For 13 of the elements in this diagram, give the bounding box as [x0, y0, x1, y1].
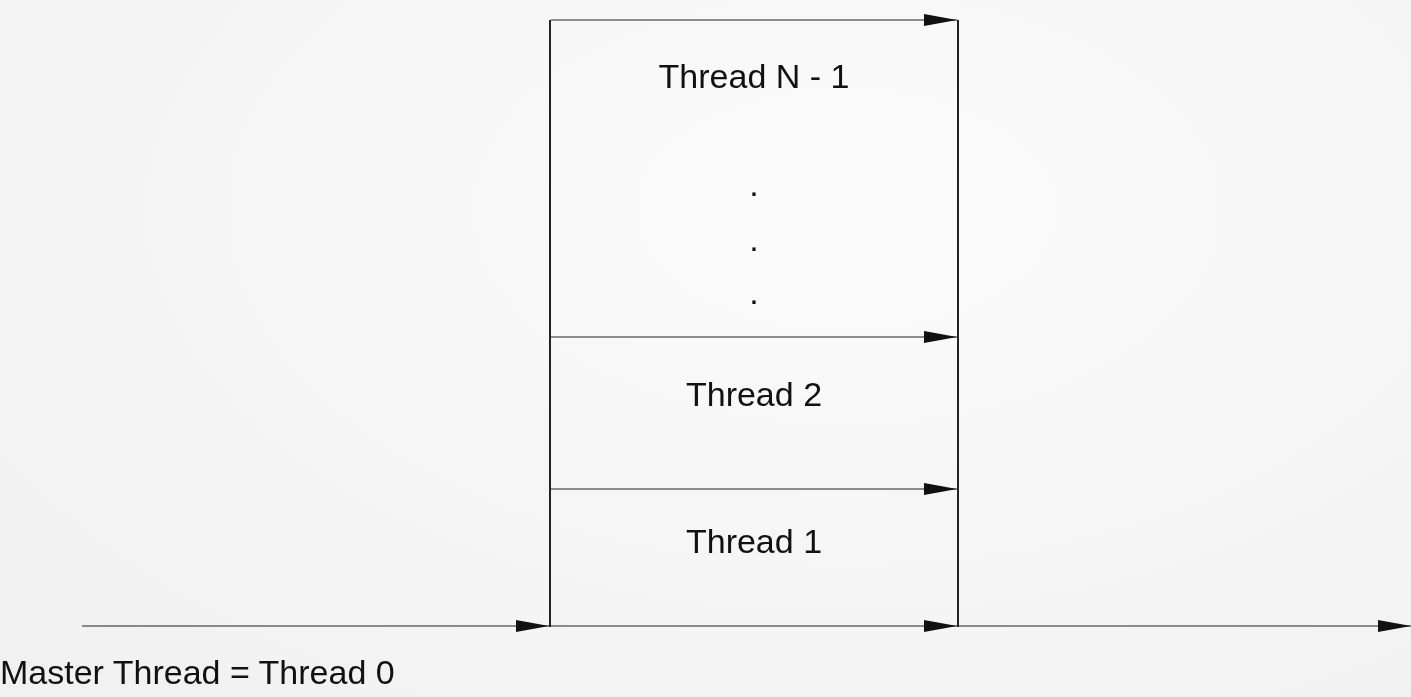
arrow: [550, 620, 958, 632]
arrow: [550, 483, 958, 495]
thread-label: Thread N - 1: [658, 58, 850, 96]
thread-label: .: [749, 166, 759, 204]
thread-label: .: [749, 221, 759, 259]
arrow: [81, 620, 550, 632]
thread-label: .: [749, 274, 759, 312]
thread-label: Master Thread = Thread 0: [0, 654, 395, 692]
arrow: [550, 14, 958, 26]
thread-label: Thread 2: [685, 376, 823, 414]
thread-label: Thread 1: [685, 523, 823, 561]
arrow: [958, 620, 1411, 632]
arrow: [550, 331, 958, 343]
